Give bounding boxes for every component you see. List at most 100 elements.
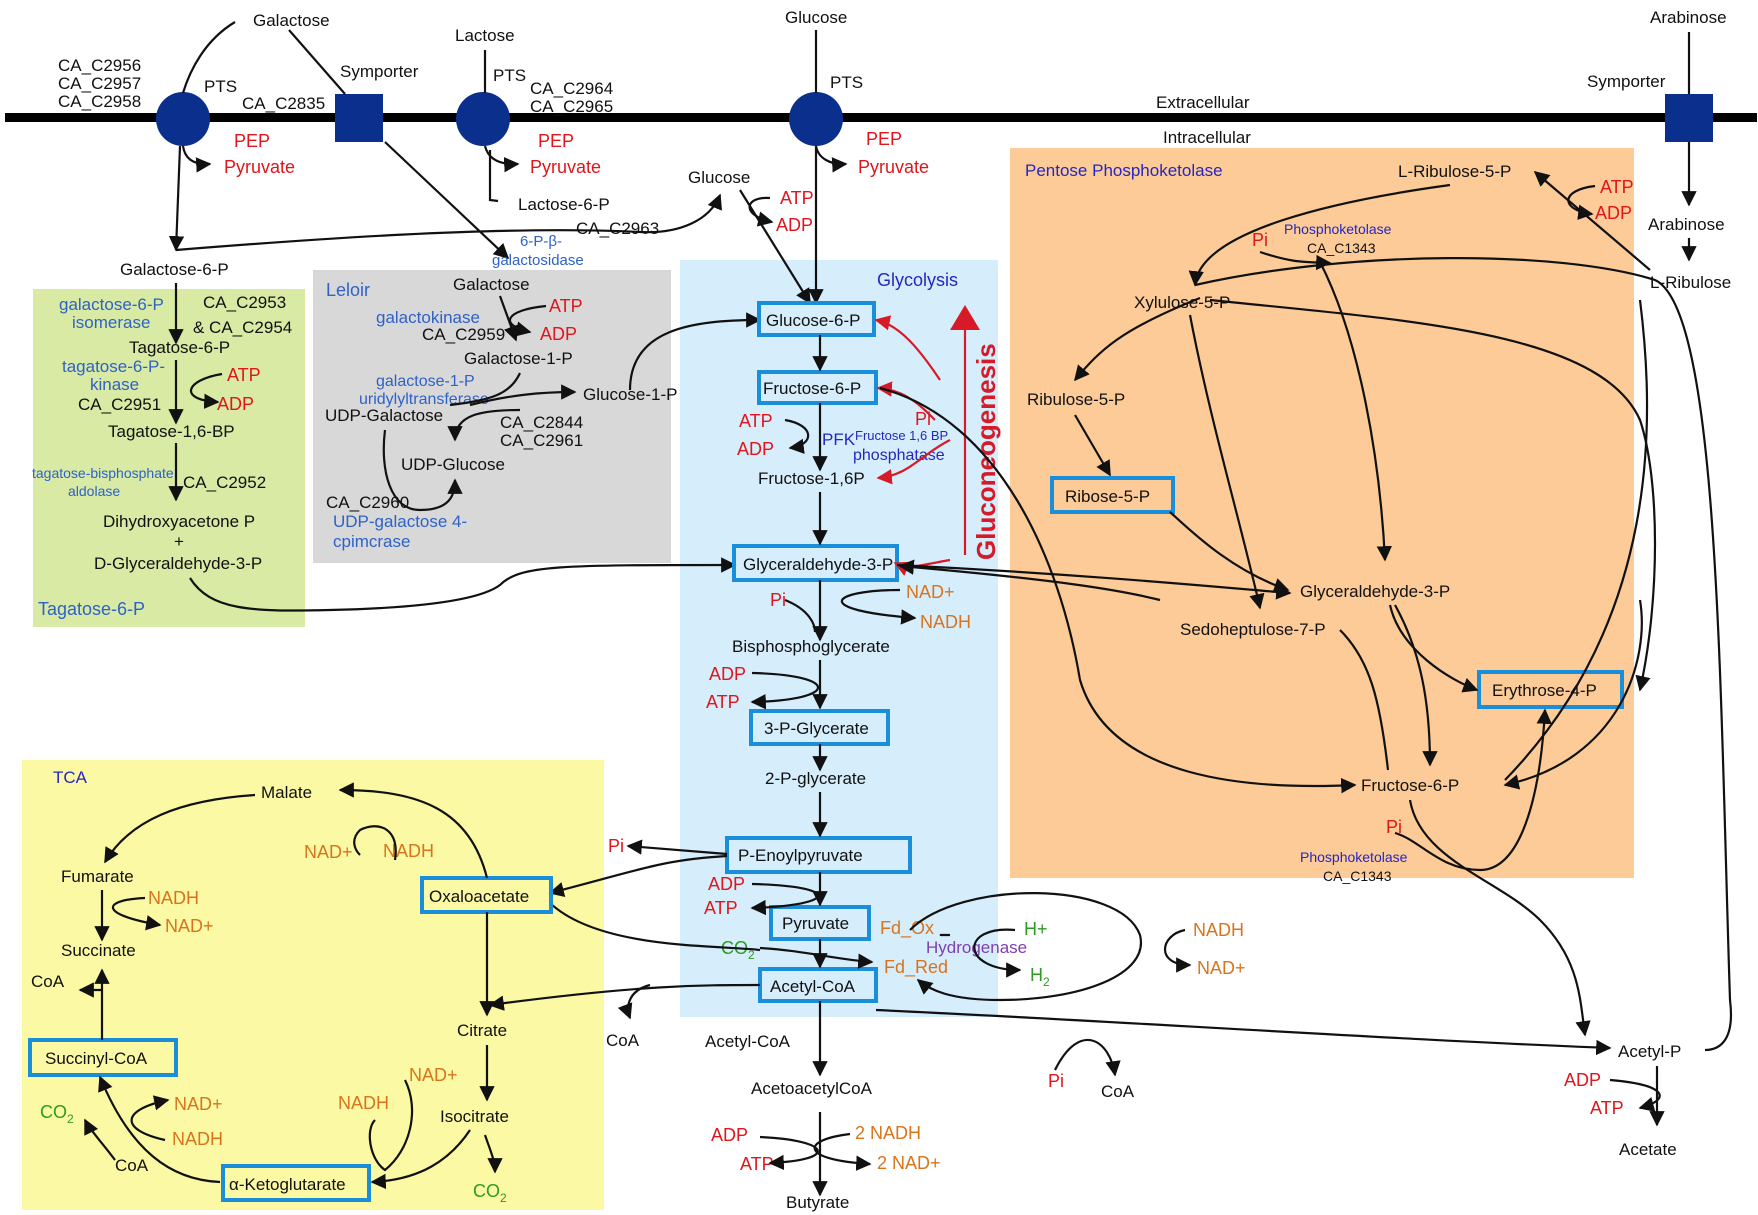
glucose-ext-label: Glucose bbox=[785, 8, 847, 27]
edge-coa-release bbox=[617, 983, 651, 1020]
nadh-gapdh: NADH bbox=[920, 612, 971, 632]
pi-pta: Pi bbox=[1048, 1071, 1064, 1091]
node-butyrate: Butyrate bbox=[786, 1193, 849, 1212]
adp-pfk: ADP bbox=[737, 439, 774, 459]
box-pep bbox=[725, 836, 912, 874]
node-fd-red: Fd_Red bbox=[884, 957, 948, 978]
node-tagatose6p: Tagatose-6-P bbox=[129, 338, 230, 357]
edge-hplus-h2 bbox=[973, 928, 1022, 978]
node-galactose6p: Galactose-6-P bbox=[120, 260, 229, 279]
pyruvate-1: Pyruvate bbox=[224, 157, 295, 177]
edge-pyr-fdred bbox=[759, 946, 874, 969]
edge-galactose-pts bbox=[181, 21, 236, 94]
pts-label-2: PTS bbox=[493, 66, 526, 85]
nad2-butyrate: 2 NAD+ bbox=[877, 1153, 941, 1173]
pep-3: PEP bbox=[866, 129, 902, 149]
edge-malate-fumarate bbox=[104, 793, 256, 864]
gene-pk2: CA_C1343 bbox=[1323, 868, 1392, 884]
box-e4p bbox=[1477, 670, 1624, 709]
edge-akg-succcoa bbox=[98, 1075, 221, 1184]
gene-transferase-2: CA_C2961 bbox=[500, 431, 583, 450]
box-ribose5p bbox=[1050, 476, 1175, 514]
extracellular-label: Extracellular bbox=[1156, 93, 1250, 112]
edge-nad-nadh-gapdh bbox=[840, 588, 917, 625]
node-galactose1p: Galactose-1-P bbox=[464, 349, 573, 368]
box-akg bbox=[221, 1164, 371, 1202]
node-arabinose-int: Arabinose bbox=[1648, 215, 1725, 234]
enzyme-kinase-1: tagatose-6-P- bbox=[62, 357, 165, 376]
node-dhap: Dihydroxyacetone P bbox=[103, 512, 255, 531]
edge-oaa-co2 bbox=[549, 902, 761, 952]
edge-symporter-to-galactosidase bbox=[384, 141, 510, 260]
node-oxaloacetate: Oxaloacetate bbox=[429, 887, 529, 906]
atp-butyrate: ATP bbox=[740, 1154, 774, 1174]
nadh-akg: NADH bbox=[172, 1129, 223, 1149]
node-ribulose5p: Ribulose-5-P bbox=[1027, 390, 1125, 409]
co2-succinylcoa: CO2 bbox=[40, 1102, 74, 1126]
pts-label-1: PTS bbox=[204, 77, 237, 96]
edge-g3p-f6p bbox=[1394, 604, 1438, 767]
edge-nadh-nad-fumarate bbox=[111, 896, 162, 931]
node-fumarate: Fumarate bbox=[61, 867, 134, 886]
node-bpg: Bisphosphoglycerate bbox=[732, 637, 890, 656]
gene-galactokinase: CA_C2959 bbox=[422, 325, 505, 344]
coa-pta: CoA bbox=[1101, 1082, 1135, 1101]
gluconeogenesis-arrowhead bbox=[950, 305, 980, 330]
edge-pk-g3p bbox=[1319, 261, 1392, 562]
enzyme-transferase-1: galactose-1-P bbox=[376, 373, 475, 390]
enzyme-isomerase-1: galactose-6-P bbox=[59, 295, 164, 314]
edge-oaa-malate bbox=[338, 782, 489, 879]
pi-pk2: Pi bbox=[1386, 817, 1402, 837]
gene-pts1-a: CA_C2956 bbox=[58, 56, 141, 75]
node-glucose1p: Glucose-1-P bbox=[583, 385, 677, 404]
pts-transporter-glucose bbox=[789, 92, 843, 146]
node-d-g3p: D-Glyceraldehyde-3-P bbox=[94, 554, 262, 573]
edge-g3p-e4p bbox=[1388, 604, 1479, 693]
edge-pi-pk1 bbox=[1259, 250, 1332, 271]
glycolysis-region bbox=[680, 260, 998, 1017]
node-malate: Malate bbox=[261, 783, 312, 802]
enzyme-epimerase-1: UDP-galactose 4- bbox=[333, 512, 467, 531]
nadh-isocitrate: NADH bbox=[338, 1093, 389, 1113]
atp-pgk: ATP bbox=[706, 692, 740, 712]
edge-nad-nadh-idh bbox=[368, 1079, 414, 1172]
node-e4p: Erythrose-4-P bbox=[1492, 681, 1597, 700]
gluconeogenesis-label: Gluconeogenesis bbox=[971, 343, 1001, 560]
enzyme-fbpase-1: Fructose 1,6 BP bbox=[855, 428, 948, 443]
edge-to-glucose1p bbox=[469, 384, 577, 407]
edge-atp-adp-tag bbox=[190, 372, 223, 409]
edge-ribulose-ribose bbox=[1074, 414, 1111, 477]
atp-leloir: ATP bbox=[549, 296, 583, 316]
enzyme-epimerase-2: cpimcrase bbox=[333, 532, 410, 551]
nadh-malate: NADH bbox=[383, 841, 434, 861]
node-pentose-g3p: Glyceraldehyde-3-P bbox=[1300, 582, 1450, 601]
edge-f6p-to-pentose-f6p bbox=[879, 386, 1357, 794]
node-3pg: 3-P-Glycerate bbox=[764, 719, 869, 738]
node-leloir-galactose: Galactose bbox=[453, 275, 530, 294]
node-lribulose: L-Ribulose bbox=[1650, 273, 1731, 292]
tagatose-region-title: Tagatose-6-P bbox=[38, 599, 145, 619]
edge-atp-adp-pfk bbox=[784, 418, 810, 454]
edge-pep-3 bbox=[814, 145, 848, 173]
node-2pg: 2-P-glycerate bbox=[765, 769, 866, 788]
edge-galactose-symporter bbox=[288, 29, 346, 95]
enzyme-pfk: PFK bbox=[822, 430, 856, 449]
edge-adp-atp-ack bbox=[1609, 1078, 1661, 1112]
enzyme-galactosidase-2: galactosidase bbox=[492, 252, 584, 269]
edge-gng-f16p bbox=[876, 439, 951, 485]
enzyme-pk1: Phosphoketolase bbox=[1284, 221, 1392, 237]
enzyme-pk2: Phosphoketolase bbox=[1300, 849, 1408, 865]
node-pep: P-Enoylpyruvate bbox=[738, 846, 863, 865]
pi-fbpase: Pi bbox=[915, 409, 931, 429]
node-acetate: Acetate bbox=[1619, 1140, 1677, 1159]
node-udp-galactose: UDP-Galactose bbox=[325, 406, 443, 425]
edge-gng-g6p bbox=[874, 315, 941, 381]
gene-symporter: CA_C2835 bbox=[242, 94, 325, 113]
box-glucose6p bbox=[757, 301, 876, 337]
node-pentose-f6p: Fructose-6-P bbox=[1361, 776, 1459, 795]
edge-pep-2 bbox=[483, 145, 520, 173]
edge-epimerase-cycle bbox=[382, 429, 463, 512]
node-ribose5p: Ribose-5-P bbox=[1065, 487, 1150, 506]
